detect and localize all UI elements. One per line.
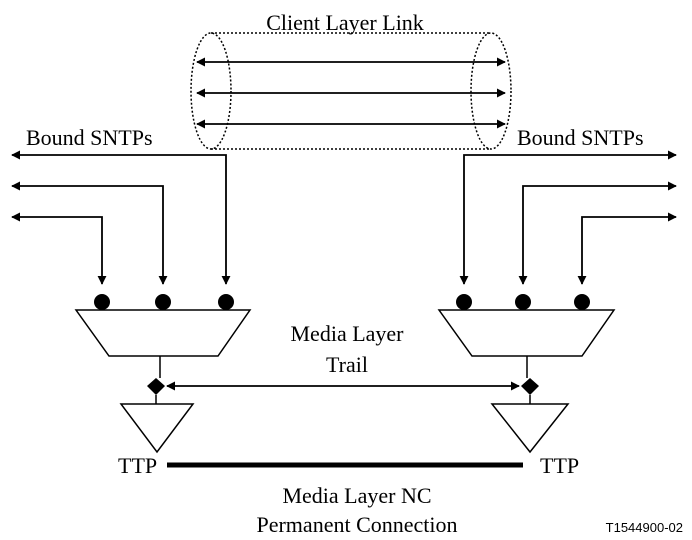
- right-sntp-arrow-1: [459, 150, 677, 285]
- left-adaptation-trapezoid: [74, 309, 252, 357]
- media-layer-trail-label-line1: Media Layer: [291, 321, 405, 346]
- right-access-point: [521, 378, 539, 395]
- left-access-point: [147, 378, 165, 395]
- left-sntp-arrow-3: [11, 212, 107, 285]
- right-sntp-dot-3: [574, 294, 590, 310]
- cylinder-right-end: [470, 32, 512, 150]
- left-sntp-dot-1: [94, 294, 110, 310]
- media-layer-trail-label-line2: Trail: [326, 352, 368, 377]
- left-trail-termination: [119, 403, 195, 454]
- client-layer-link-cylinder: [190, 32, 512, 150]
- right-sntp-dot-2: [515, 294, 531, 310]
- left-sntp-dot-2: [155, 294, 171, 310]
- media-layer-nc-label-line1: Media Layer NC: [282, 483, 431, 508]
- bound-sntps-right-label: Bound SNTPs: [517, 125, 644, 150]
- media-layer-nc-label-line2: Permanent Connection: [256, 512, 457, 537]
- cylinder-left-end: [190, 32, 232, 150]
- right-adaptation-trapezoid: [437, 309, 616, 357]
- figure-id-label: T1544900-02: [606, 520, 683, 535]
- left-adaptation-function: [74, 294, 252, 357]
- left-sntp-arrow-1: [11, 150, 231, 285]
- client-layer-link-label: Client Layer Link: [266, 10, 424, 35]
- ttp-right-label: TTP: [540, 453, 579, 478]
- left-sntp-arrows: [11, 150, 231, 285]
- right-sntp-dot-1: [456, 294, 472, 310]
- client-link-arrows: [196, 57, 506, 129]
- bound-sntps-left-label: Bound SNTPs: [26, 125, 153, 150]
- left-sntp-dot-3: [218, 294, 234, 310]
- right-sntp-arrow-3: [577, 212, 677, 285]
- left-sntp-arrow-2: [11, 181, 168, 285]
- right-sntp-arrows: [459, 150, 677, 285]
- right-trail-termination: [490, 403, 570, 454]
- right-adaptation-function: [437, 294, 616, 357]
- ttp-left-label: TTP: [118, 453, 157, 478]
- right-sntp-arrow-2: [518, 181, 677, 285]
